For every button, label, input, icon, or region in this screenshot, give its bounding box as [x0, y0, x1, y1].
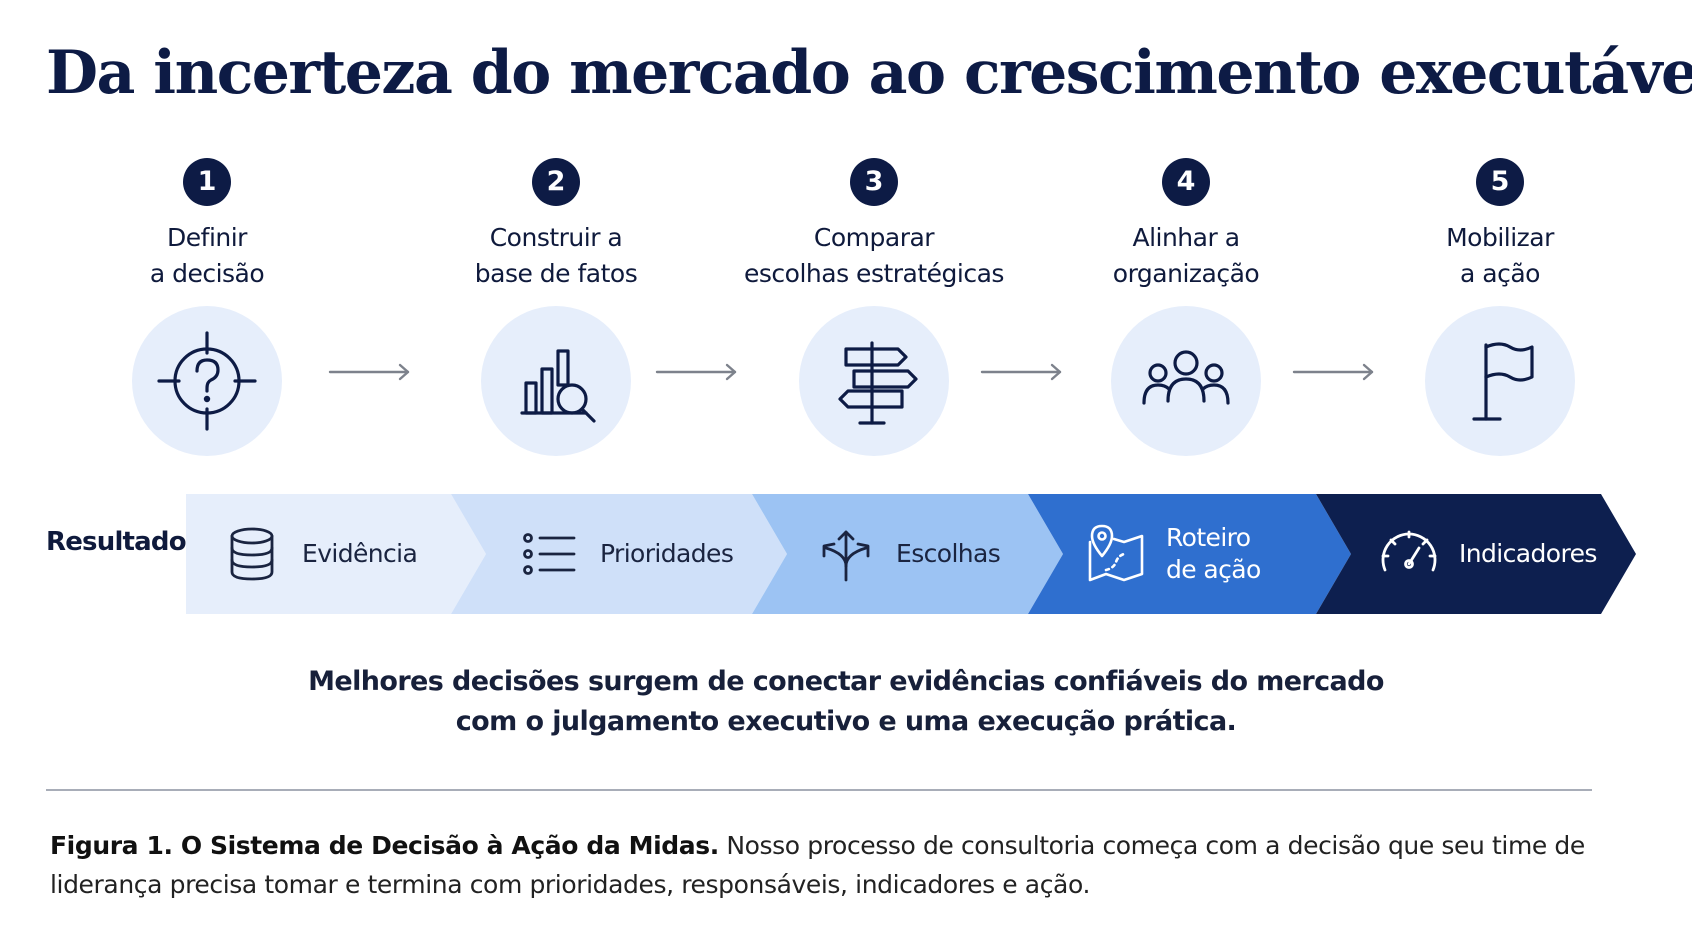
- caption-text: Nosso processo de consultoria começa com…: [50, 831, 1585, 899]
- flow-arrow-icon: [1292, 363, 1374, 381]
- result-item-text: Escolhas: [896, 538, 1001, 570]
- step-number: 5: [1476, 158, 1524, 206]
- result-item-line: Escolhas: [896, 539, 1001, 568]
- step-label: Comparar escolhas estratégicas: [724, 220, 1024, 292]
- step-4: 4 Alinhar a organização: [1036, 158, 1336, 456]
- flow-arrow-icon: [328, 363, 410, 381]
- target-question-icon: [157, 331, 257, 431]
- result-item-text: Roteiro de ação: [1166, 522, 1261, 586]
- map-pin-icon: [1088, 524, 1144, 582]
- database-icon: [230, 527, 274, 581]
- step-label: Mobilizar a ação: [1350, 220, 1650, 292]
- step-label-line: Comparar: [813, 223, 935, 252]
- chart-magnifier-icon: [520, 349, 596, 423]
- flag-icon: [1472, 342, 1534, 421]
- result-band: Evidência Prioridades Escolhas: [186, 494, 1636, 614]
- people-group-icon: [1142, 350, 1230, 405]
- signpost-icon: [838, 341, 918, 425]
- step-label-line: a ação: [1460, 259, 1540, 288]
- step-label-line: Mobilizar: [1446, 223, 1554, 252]
- result-item-escolhas: Escolhas: [816, 494, 1001, 614]
- step-label-line: base de fatos: [474, 259, 638, 288]
- result-item-line: de ação: [1166, 555, 1261, 584]
- result-item-line: Prioridades: [600, 539, 734, 568]
- step-2: 2 Construir a base de fatos: [406, 158, 706, 456]
- caption-title: Figura 1. O Sistema de Decisão à Ação da…: [50, 831, 719, 860]
- step-1: 1 Definir a decisão: [57, 158, 357, 456]
- step-number: 2: [532, 158, 580, 206]
- step-label-line: Alinhar a: [1132, 223, 1240, 252]
- step-icon-circle: [132, 306, 282, 456]
- step-icon-circle: [481, 306, 631, 456]
- step-label-line: a decisão: [149, 259, 265, 288]
- figure-caption: Figura 1. O Sistema de Decisão à Ação da…: [50, 826, 1610, 904]
- flow-arrow-icon: [980, 363, 1062, 381]
- result-item-text: Indicadores: [1459, 538, 1597, 570]
- result-item-evidencia: Evidência: [222, 494, 418, 614]
- result-item-prioridades: Prioridades: [520, 494, 734, 614]
- chevron-roteiro: [1028, 494, 1351, 614]
- chevron-indicadores: [1316, 494, 1636, 614]
- step-label: Definir a decisão: [57, 220, 357, 292]
- step-number: 4: [1162, 158, 1210, 206]
- result-label: Resultado: [46, 527, 187, 557]
- step-label-line: organização: [1112, 259, 1260, 288]
- step-5: 5 Mobilizar a ação: [1350, 158, 1650, 456]
- gauge-icon: [1381, 530, 1437, 572]
- chevron-evidencia: [186, 494, 486, 614]
- step-number: 3: [850, 158, 898, 206]
- result-item-indicadores: Indicadores: [1379, 494, 1597, 614]
- step-icon-circle: [799, 306, 949, 456]
- step-label: Alinhar a organização: [1036, 220, 1336, 292]
- result-item-roteiro: Roteiro de ação: [1086, 494, 1261, 614]
- step-3: 3 Comparar escolhas estratégicas: [724, 158, 1024, 456]
- summary-line: Melhores decisões surgem de conectar evi…: [308, 666, 1384, 697]
- step-label: Construir a base de fatos: [406, 220, 706, 292]
- branch-arrows-icon: [822, 530, 870, 582]
- page-title: Da incerteza do mercado ao crescimento e…: [46, 38, 1692, 108]
- list-icon: [523, 533, 576, 575]
- chevron-prioridades: [451, 494, 787, 614]
- flow-arrow-icon: [655, 363, 737, 381]
- result-item-line: Indicadores: [1459, 539, 1597, 568]
- result-item-line: Roteiro: [1166, 523, 1251, 552]
- step-label-line: Definir: [167, 223, 247, 252]
- step-icon-circle: [1111, 306, 1261, 456]
- step-icon-circle: [1425, 306, 1575, 456]
- summary-line: com o julgamento executivo e uma execuçã…: [455, 706, 1237, 737]
- result-item-line: Evidência: [302, 539, 418, 568]
- step-number: 1: [183, 158, 231, 206]
- chevron-escolhas: [752, 494, 1063, 614]
- divider: [46, 789, 1592, 791]
- step-label-line: Construir a: [489, 223, 623, 252]
- result-band-chevrons: [186, 494, 1636, 614]
- summary-text: Melhores decisões surgem de conectar evi…: [0, 662, 1692, 742]
- result-item-text: Prioridades: [600, 538, 734, 570]
- step-label-line: escolhas estratégicas: [744, 259, 1004, 288]
- result-item-text: Evidência: [302, 538, 418, 570]
